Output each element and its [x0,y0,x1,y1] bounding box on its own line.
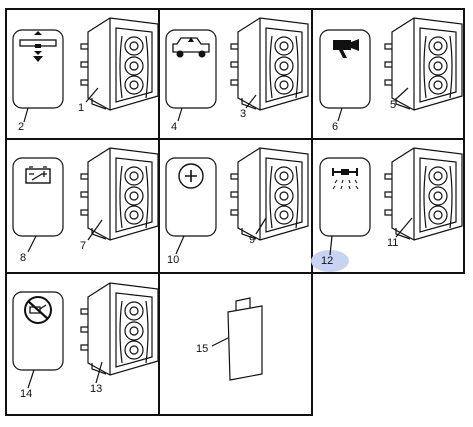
cell-10-9-switch-body [230,147,309,241]
callout-switch-3: 3 [240,108,247,120]
cell-14-13-switch-body [80,282,159,376]
callout-switch-13: 13 [90,383,103,395]
cell-2-1-switch-body [80,17,159,111]
leader-line [329,235,333,256]
cell-8-7-switch-body [80,147,159,241]
cell-4-3-switch-body [230,17,309,111]
cell-10-9-rocker-cap [165,157,217,237]
cell-8-7-rocker-cap [12,157,64,237]
callout-cap-8: 8 [20,252,27,264]
leader-line [175,235,185,255]
camera-icon [333,39,359,58]
leader-line [23,107,29,123]
cell-6-5-rocker-cap [319,29,371,109]
cell-6-5-switch-body [384,17,463,111]
circle-slash-icon [24,296,52,324]
callout-cap-10: 10 [167,254,180,266]
leader-line [395,217,413,238]
grid-frame [5,8,465,416]
leader-line [177,107,183,122]
callout-switch-7: 7 [80,240,87,252]
vehicle-lift-icon [172,37,210,58]
callout-cap-14: 14 [20,388,33,400]
callout-cap-12: 12 [321,255,334,267]
axle-lights-icon [332,168,359,190]
cell-12-11-rocker-cap [319,157,371,237]
callout-cover-15: 15 [196,343,209,355]
callout-cap-4: 4 [171,121,178,133]
callout-cap-2: 2 [18,121,25,133]
callout-12-highlight [311,250,349,272]
seat-lift-icon [19,31,57,62]
leader-line [255,217,267,235]
cell-14-13-rocker-cap [12,291,64,371]
plus-circle-icon [178,163,204,189]
callout-cap-6: 6 [332,121,339,133]
blank-cover-15 [227,297,263,381]
leader-line [395,87,409,100]
leader-line [337,107,343,122]
leader-line [245,94,257,109]
cell-2-1-rocker-cap [12,29,64,109]
leader-line [211,337,229,347]
leader-line [95,361,103,384]
callout-switch-5: 5 [390,99,397,111]
battery-icon [25,166,51,184]
callout-switch-11: 11 [387,237,399,249]
leader-line [87,219,103,241]
cell-12-11-switch-body [384,147,463,241]
cell-4-3-rocker-cap [165,29,217,109]
leader-line [27,369,35,389]
callout-switch-1: 1 [78,102,85,114]
leader-line [85,87,99,103]
leader-line [27,235,37,253]
callout-switch-9: 9 [249,234,256,246]
